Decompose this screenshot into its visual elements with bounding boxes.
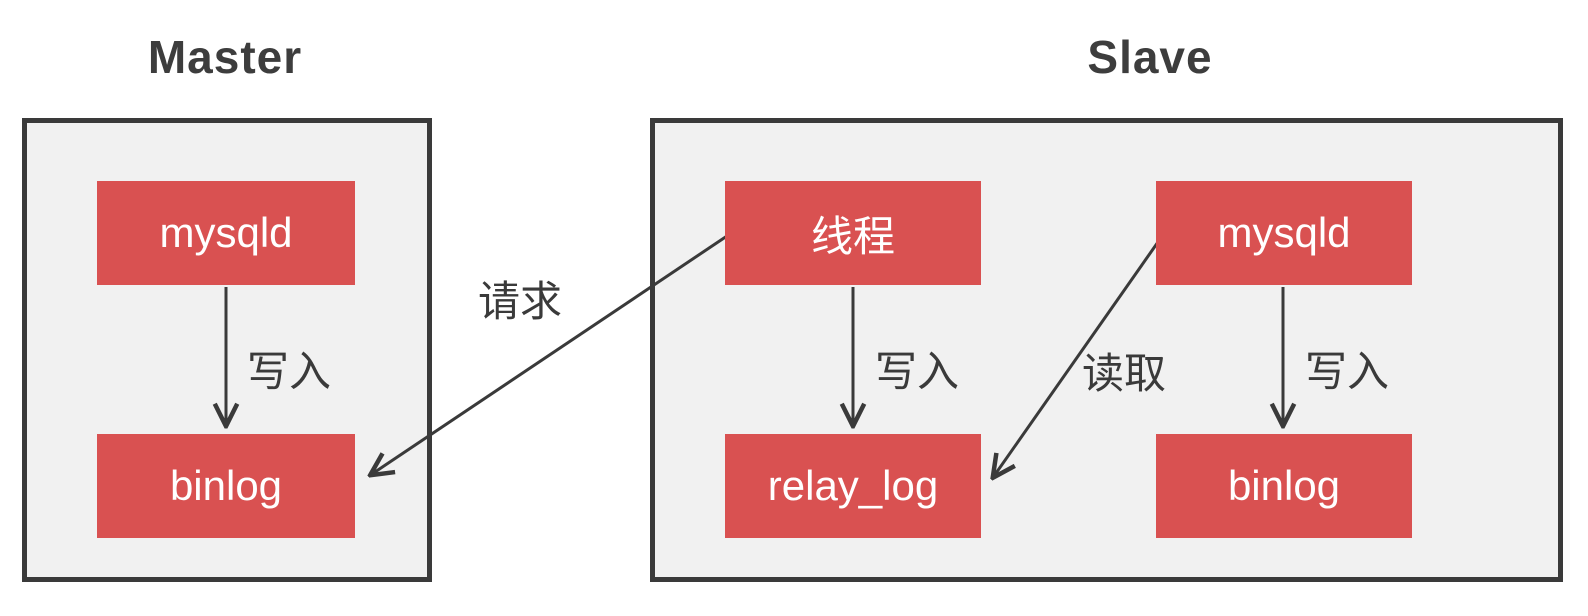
master-title: Master: [147, 31, 303, 83]
slave-relay-log-node: relay_log: [725, 434, 981, 538]
master-write-label: 写入: [247, 348, 332, 395]
slave-mysqld-write-label: 写入: [1305, 348, 1390, 395]
slave-title: Slave: [1087, 31, 1213, 83]
master-mysqld-node: mysqld: [97, 181, 355, 285]
master-binlog-node: binlog: [97, 434, 355, 538]
request-label: 请求: [478, 278, 563, 325]
slave-mysqld-node: mysqld: [1156, 181, 1412, 285]
read-label: 读取: [1082, 350, 1167, 397]
slave-binlog-node: binlog: [1156, 434, 1412, 538]
slave-thread-node: 线程: [725, 181, 981, 285]
thread-write-label: 写入: [875, 348, 960, 395]
